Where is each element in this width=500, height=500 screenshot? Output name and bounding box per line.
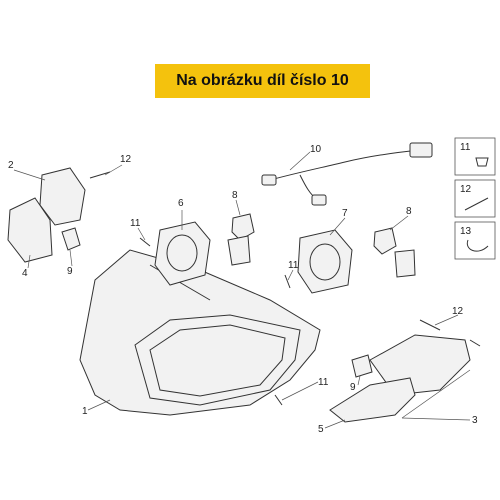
legend-box-12	[454, 179, 496, 218]
legend-label-12: 12	[460, 184, 472, 195]
leader-lines	[13, 151, 471, 429]
right-indicator	[329, 334, 471, 423]
legend-label-11: 11	[460, 142, 471, 153]
hardware-legend: 11 12 13	[454, 137, 496, 260]
bulb-left	[227, 213, 255, 266]
callout-2: 2	[8, 160, 14, 171]
callout-8-right: 8	[406, 206, 412, 217]
screw-short-icon	[475, 157, 489, 167]
legend-box-11	[454, 137, 496, 176]
bulb-ring-left	[154, 221, 211, 286]
callout-12-right: 12	[452, 306, 464, 317]
callout-9-left: 9	[67, 266, 73, 277]
callout-10: 10	[310, 144, 322, 155]
callout-5: 5	[318, 424, 324, 435]
callout-11-left: 11	[130, 218, 141, 229]
wiring-harness	[261, 142, 433, 206]
clamp-icon	[466, 239, 489, 252]
callout-7: 7	[342, 208, 348, 219]
callout-11-bottom: 11	[318, 377, 329, 388]
callout-12-left: 12	[120, 154, 132, 165]
legend-label-13: 13	[460, 226, 472, 237]
legend-box-13	[454, 221, 496, 260]
screw-long-icon	[464, 197, 489, 211]
screws	[89, 171, 481, 406]
callout-3: 3	[472, 415, 478, 426]
callout-labels: 1 2 3 4 5 6 7 8 8 9 9 10 11 11 11 12 12	[8, 144, 478, 435]
callout-9-right: 9	[350, 382, 356, 393]
callout-6: 6	[178, 198, 184, 209]
left-indicator	[7, 167, 86, 263]
callout-8-left: 8	[232, 190, 238, 201]
part-number-banner: Na obrázku díl číslo 10	[155, 64, 370, 98]
callout-11-center: 11	[288, 260, 299, 271]
bulb-ring-right	[297, 229, 353, 294]
bulb-right	[373, 227, 416, 278]
callout-1: 1	[82, 406, 88, 417]
callout-4: 4	[22, 268, 28, 279]
